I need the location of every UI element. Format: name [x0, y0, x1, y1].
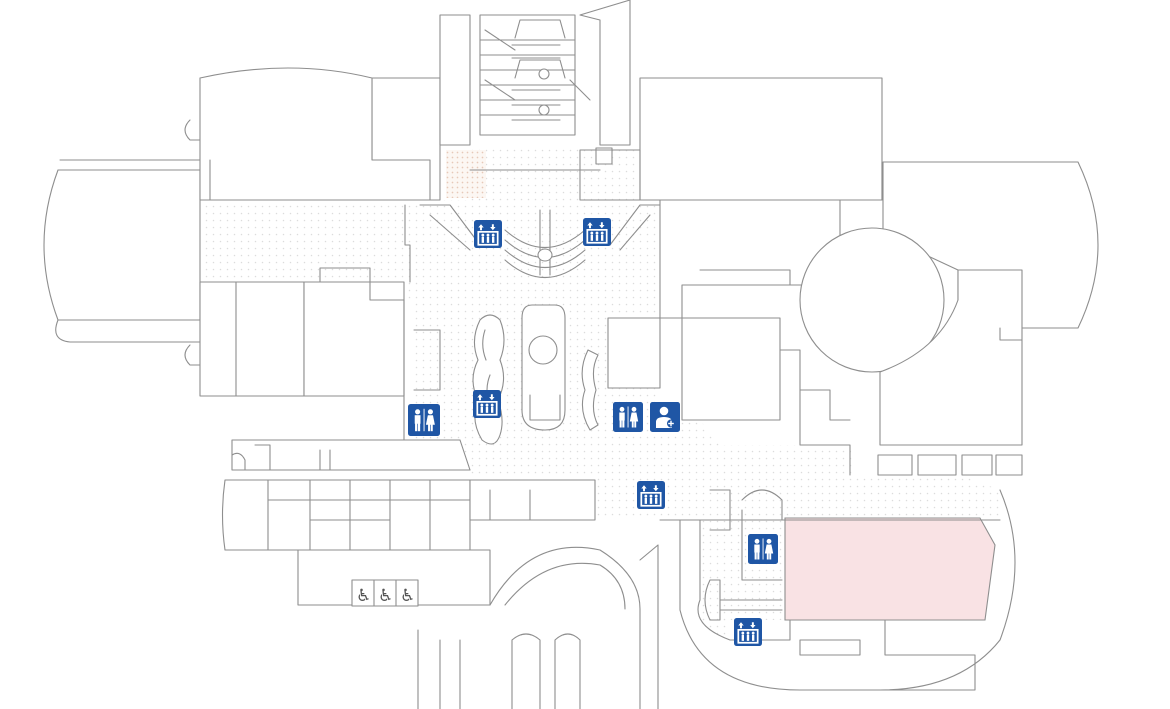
elevator-icon[interactable]	[473, 390, 501, 418]
wheelchair-icon: ♿	[378, 586, 393, 606]
west-wing-store	[43, 169, 201, 321]
restroom-icon[interactable]	[748, 534, 778, 564]
first-aid-icon[interactable]	[650, 402, 680, 432]
restroom-icon[interactable]	[613, 402, 643, 432]
restroom-icon[interactable]	[408, 404, 440, 436]
elevator-icon[interactable]	[637, 481, 665, 509]
wheelchair-icon: ♿	[400, 586, 415, 606]
north-corridor-store	[446, 150, 486, 198]
north-center-store	[639, 77, 883, 201]
wheelchair-icon: ♿	[356, 586, 371, 606]
elevator-icon[interactable]	[734, 618, 762, 646]
elevator-icon[interactable]	[474, 220, 502, 248]
accessible-parking: ♿ ♿ ♿	[356, 586, 415, 606]
elevator-icon[interactable]	[583, 218, 611, 246]
restricted-area	[784, 517, 996, 621]
